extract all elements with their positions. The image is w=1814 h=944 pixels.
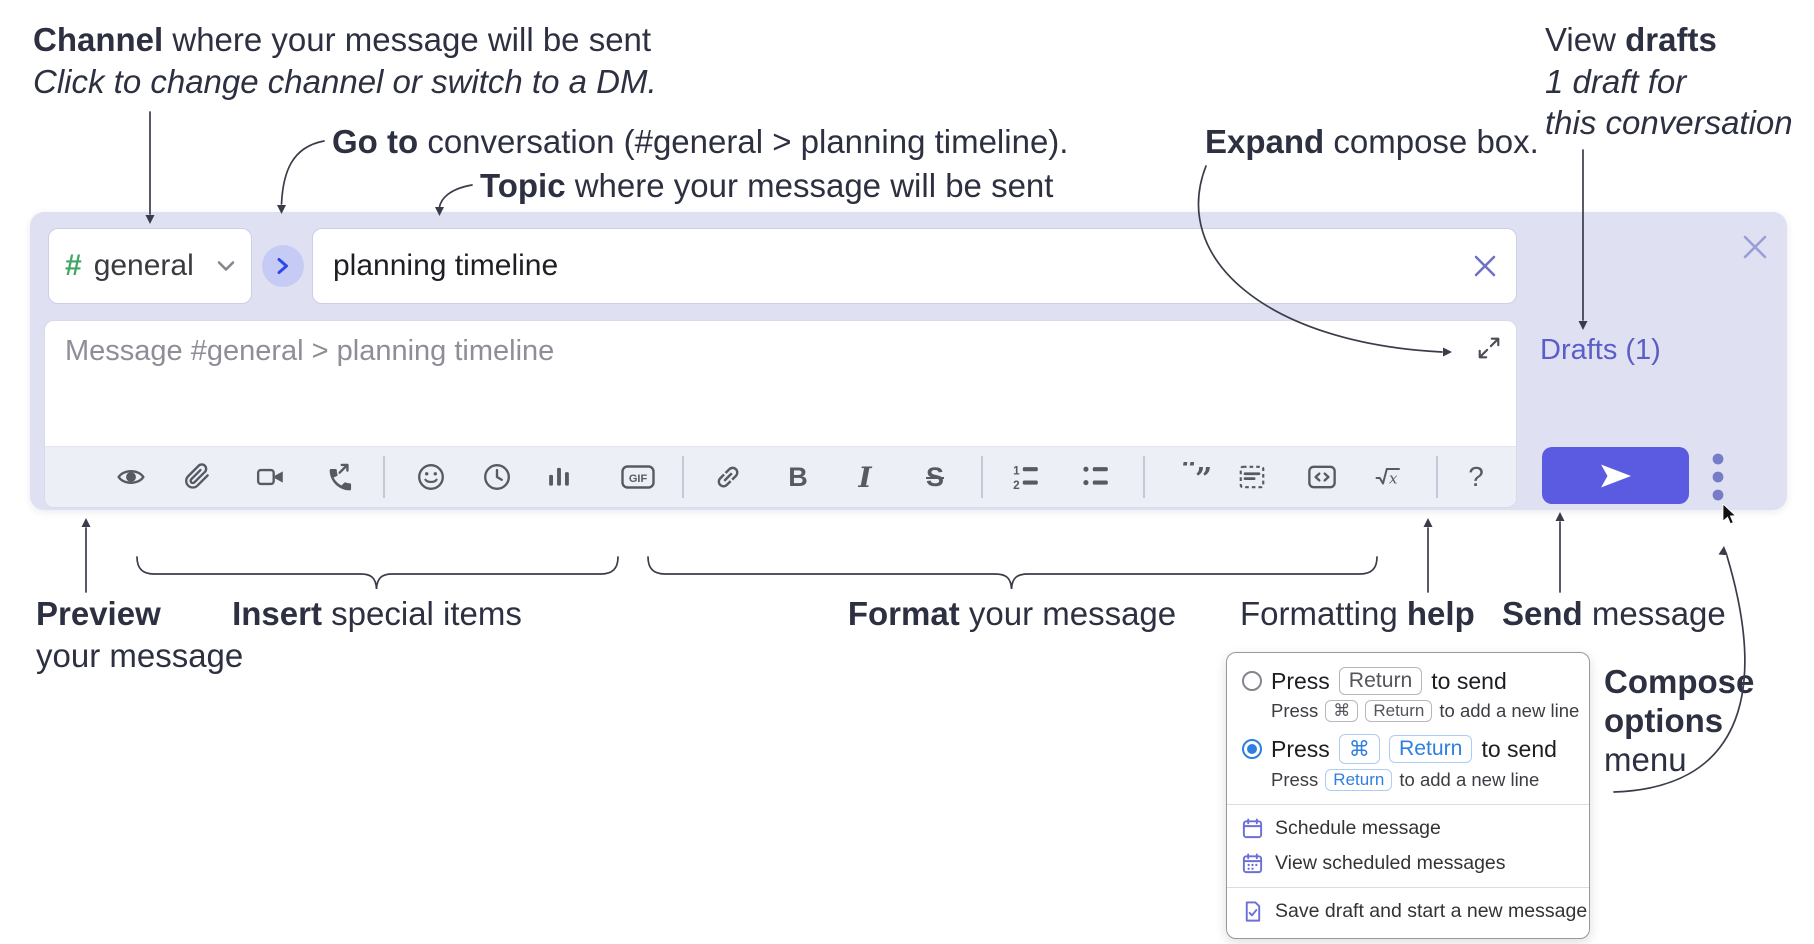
expand-compose-icon[interactable] [1476,335,1502,361]
annotation-compose-options: Compose options menu [1604,663,1755,778]
kbd-return: Return [1325,769,1393,791]
annotation-view-drafts-line3: this conversation [1545,104,1793,141]
topic-input[interactable] [331,248,1472,284]
channel-name: general [93,249,194,282]
code-icon[interactable] [1299,454,1345,500]
mouse-cursor [1722,504,1737,525]
close-compose-icon[interactable] [1740,232,1770,262]
chevron-down-icon [217,260,235,272]
bulleted-list-icon[interactable] [1073,454,1119,500]
svg-text:x: x [1389,470,1398,488]
radio-selected[interactable] [1242,739,1262,759]
annotation-view-drafts-line2: 1 draft for [1545,63,1687,100]
bold-icon[interactable]: B [788,461,808,492]
attach-file-icon[interactable] [175,454,221,500]
kbd-cmd: ⌘ [1338,734,1380,764]
channel-selector[interactable]: # general [48,228,252,304]
link-icon[interactable] [705,454,751,500]
annotation-channel-line1: Channel where your message will be sent [33,21,652,58]
clear-topic-icon[interactable] [1472,253,1498,279]
send-button[interactable] [1542,447,1689,504]
annotation-view-drafts: View drafts [1545,21,1717,58]
time-icon[interactable] [474,454,520,500]
message-textarea[interactable] [63,333,1447,437]
draft-check-icon [1245,901,1261,922]
annotation-format: Format your message [847,595,1177,632]
svg-text:”: ” [1195,462,1212,492]
send-plane-icon [1600,464,1631,487]
kbd-cmd: ⌘ [1325,700,1359,722]
calendar-dots-icon [1242,853,1263,874]
gif-icon[interactable]: GIF [615,454,661,500]
preview-eye-icon[interactable] [108,454,154,500]
kbd-return: Return [1365,700,1433,722]
calendar-icon [1242,818,1263,839]
kbd-return: Return [1338,667,1423,695]
menu-divider [1227,887,1589,888]
toolbar-divider [981,456,983,498]
drafts-link[interactable]: Drafts (1) [1540,334,1661,366]
annotation-preview: Preview [36,595,161,632]
svg-text:2: 2 [1013,479,1020,492]
toolbar-divider [1143,456,1145,498]
radio-unselected[interactable] [1242,671,1262,691]
compose-options-menu-icon[interactable] [1706,450,1730,504]
toolbar-divider [383,456,385,498]
menu-item-save-draft[interactable]: Save draft and start a new message [1227,894,1589,929]
emoji-icon[interactable] [408,454,454,500]
toolbar-divider [1436,456,1438,498]
menu-item-view-scheduled[interactable]: View scheduled messages [1227,846,1589,881]
video-call-icon[interactable] [248,454,294,500]
message-card: GIF B I S 12 “” [44,320,1517,508]
topic-field[interactable] [312,228,1517,304]
annotation-goto: Go to conversation (#general > planning … [332,123,1069,160]
kbd-return: Return [1388,735,1473,763]
svg-text:GIF: GIF [629,473,648,485]
audio-call-icon[interactable] [315,454,361,500]
annotation-formatting-help: Formatting help [1240,595,1475,632]
spoiler-icon[interactable] [1229,454,1275,500]
menu-item-schedule-message[interactable]: Schedule message [1227,811,1589,846]
svg-text:1: 1 [1013,464,1020,477]
message-area[interactable] [45,321,1516,446]
menu-divider [1227,804,1589,805]
math-icon[interactable]: x [1367,454,1413,500]
annotation-expand: Expand compose box. [1205,123,1539,160]
poll-icon[interactable] [536,454,582,500]
strikethrough-icon[interactable]: S [925,461,944,492]
annotation-insert: Insert special items [232,595,522,632]
annotation-preview-line2: your message [36,637,244,674]
svg-text:“: “ [1181,462,1198,487]
quote-icon[interactable]: “” [1173,454,1219,500]
toolbar-divider [682,456,684,498]
annotation-channel-line2: Click to change channel or switch to a D… [33,63,657,100]
chevron-right-icon [277,258,288,274]
annotation-send: Send message [1502,595,1726,632]
channel-hash-icon: # [65,249,82,282]
italic-icon[interactable]: I [858,460,872,494]
formatting-help-icon[interactable]: ? [1468,461,1484,492]
goto-conversation-button[interactable] [262,245,304,287]
annotation-topic: Topic where your message will be sent [480,167,1054,204]
